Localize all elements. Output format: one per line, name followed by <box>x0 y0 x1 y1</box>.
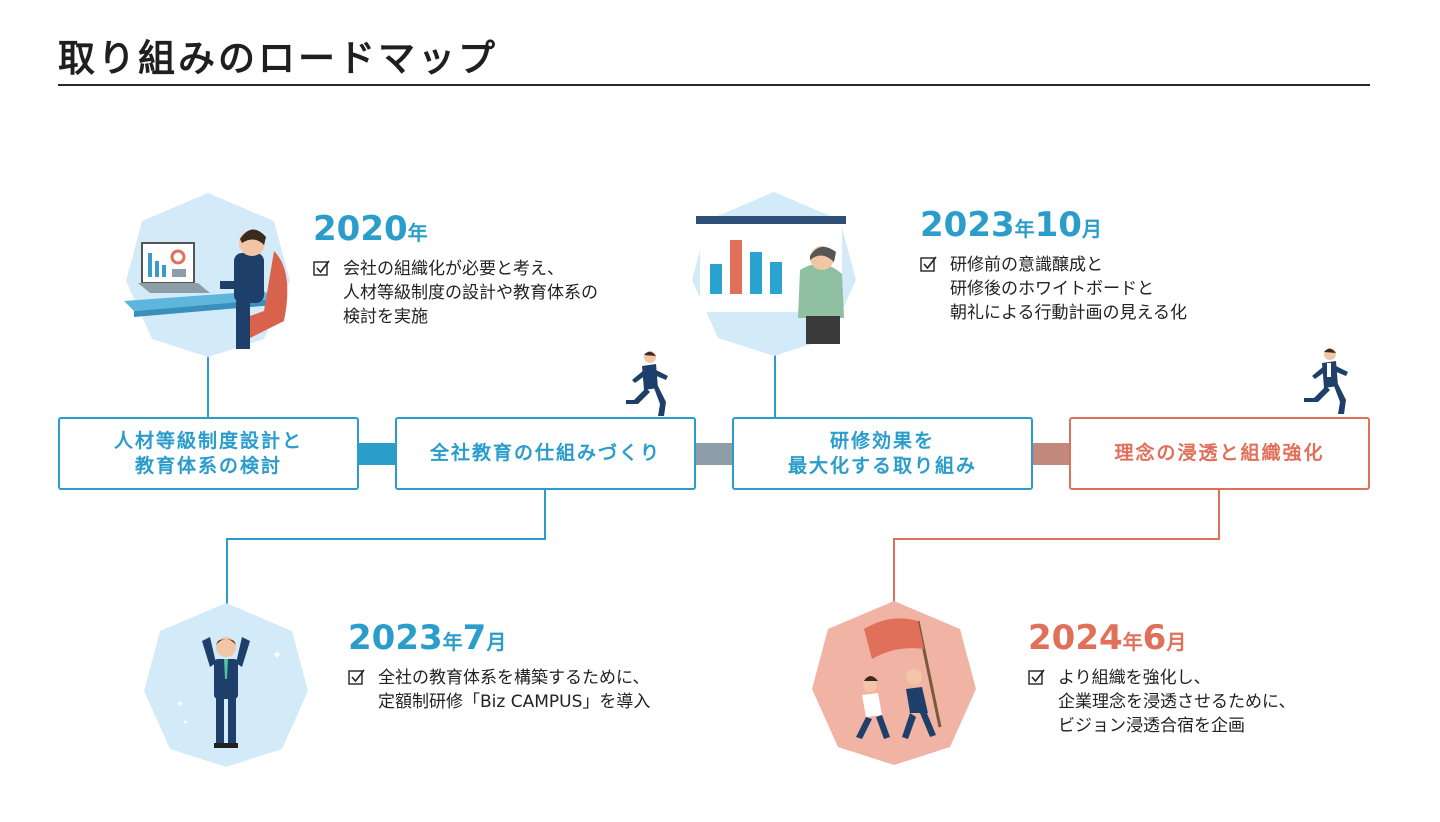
connector-line-2023-07-c <box>226 538 228 606</box>
month-unit: 月 <box>1166 630 1187 654</box>
celebrating-man-illustration: ✦ ✦ ✦ <box>144 603 308 767</box>
stage-label-3: 研修効果を 最大化する取り組み <box>787 429 977 477</box>
connector-line-2023-07-a <box>544 489 546 539</box>
milestone-desc-2023-07: 全社の教育体系を構築するために、 定額制研修「Biz CAMPUS」を導入 <box>348 666 650 714</box>
connector-line-2024-a <box>1218 489 1220 539</box>
presentation-illustration <box>692 192 856 356</box>
svg-text:✦: ✦ <box>182 718 189 727</box>
desc-line: ビジョン浸透合宿を企画 <box>1058 716 1245 736</box>
page-title: 取り組みのロードマップ <box>58 37 498 80</box>
running-man-icon <box>1304 348 1348 414</box>
svg-text:✦: ✦ <box>272 648 282 662</box>
month-unit: 月 <box>486 630 507 654</box>
year-unit: 年 <box>442 630 463 654</box>
stage-connector-3 <box>1033 443 1069 465</box>
month-value: 7 <box>462 618 487 658</box>
desc-line: 企業理念を浸透させるために、 <box>1058 692 1296 712</box>
stage-label-2: 全社教育の仕組みづくり <box>429 442 661 464</box>
desc-line: 全社の教育体系を構築するために、 <box>378 668 650 688</box>
desc-line: 会社の組織化が必要と考え、 <box>343 259 564 279</box>
year-value: 2024 <box>1028 618 1123 658</box>
checkbox-icon <box>313 260 330 276</box>
stage-box-2: 全社教育の仕組みづくり <box>395 417 696 490</box>
stage-box-1: 人材等級制度設計と 教育体系の検討 <box>58 417 359 490</box>
year-unit: 年 <box>407 221 428 245</box>
connector-line-2024-c <box>893 538 895 604</box>
milestone-desc-2023-10: 研修前の意識醸成と 研修後のホワイトボードと 朝礼による行動計画の見える化 <box>920 253 1187 325</box>
connector-line-2023-07-b <box>226 538 546 540</box>
year-unit: 年 <box>1014 217 1035 241</box>
desc-line: 研修後のホワイトボードと <box>950 279 1154 299</box>
stage-box-4: 理念の浸透と組織強化 <box>1069 417 1370 490</box>
connector-line-2020 <box>207 352 209 418</box>
title-divider <box>58 84 1370 86</box>
stage-connector-2 <box>696 443 732 465</box>
milestone-desc-2024-06: より組織を強化し、 企業理念を浸透させるために、 ビジョン浸透合宿を企画 <box>1028 666 1296 738</box>
office-worker-illustration <box>124 193 290 357</box>
milestone-year-2023-10: 2023年10月 <box>920 208 1102 246</box>
svg-text:✦: ✦ <box>176 699 184 710</box>
stage-label-4: 理念の浸透と組織強化 <box>1114 442 1325 464</box>
month-value: 6 <box>1142 618 1167 658</box>
checkbox-icon <box>1028 669 1045 685</box>
checkbox-icon <box>920 256 937 272</box>
stage-box-3: 研修効果を 最大化する取り組み <box>732 417 1033 490</box>
milestone-year-2020: 2020年 <box>313 212 428 250</box>
year-value: 2023 <box>920 205 1015 245</box>
desc-line: 朝礼による行動計画の見える化 <box>950 303 1187 323</box>
desc-line: 人材等級制度の設計や教育体系の <box>343 283 598 303</box>
month-unit: 月 <box>1081 217 1102 241</box>
milestone-year-2023-07: 2023年7月 <box>348 621 506 659</box>
connector-line-2024-b <box>893 538 1220 540</box>
desc-line: 検討を実施 <box>343 307 428 327</box>
desc-line: より組織を強化し、 <box>1058 668 1211 688</box>
stage-label-1: 人材等級制度設計と 教育体系の検討 <box>113 429 303 477</box>
desc-line: 定額制研修「Biz CAMPUS」を導入 <box>378 692 651 712</box>
year-unit: 年 <box>1122 630 1143 654</box>
running-man-icon <box>626 351 668 416</box>
milestone-year-2024-06: 2024年6月 <box>1028 621 1186 659</box>
month-value: 10 <box>1034 205 1082 245</box>
checkbox-icon <box>348 669 365 685</box>
desc-line: 研修前の意識醸成と <box>950 255 1103 275</box>
team-flag-illustration <box>812 601 976 765</box>
milestone-desc-2020: 会社の組織化が必要と考え、 人材等級制度の設計や教育体系の 検討を実施 <box>313 257 598 329</box>
connector-line-2023-10 <box>774 352 776 418</box>
year-value: 2023 <box>348 618 443 658</box>
stage-connector-1 <box>359 443 395 465</box>
year-value: 2020 <box>313 209 408 249</box>
